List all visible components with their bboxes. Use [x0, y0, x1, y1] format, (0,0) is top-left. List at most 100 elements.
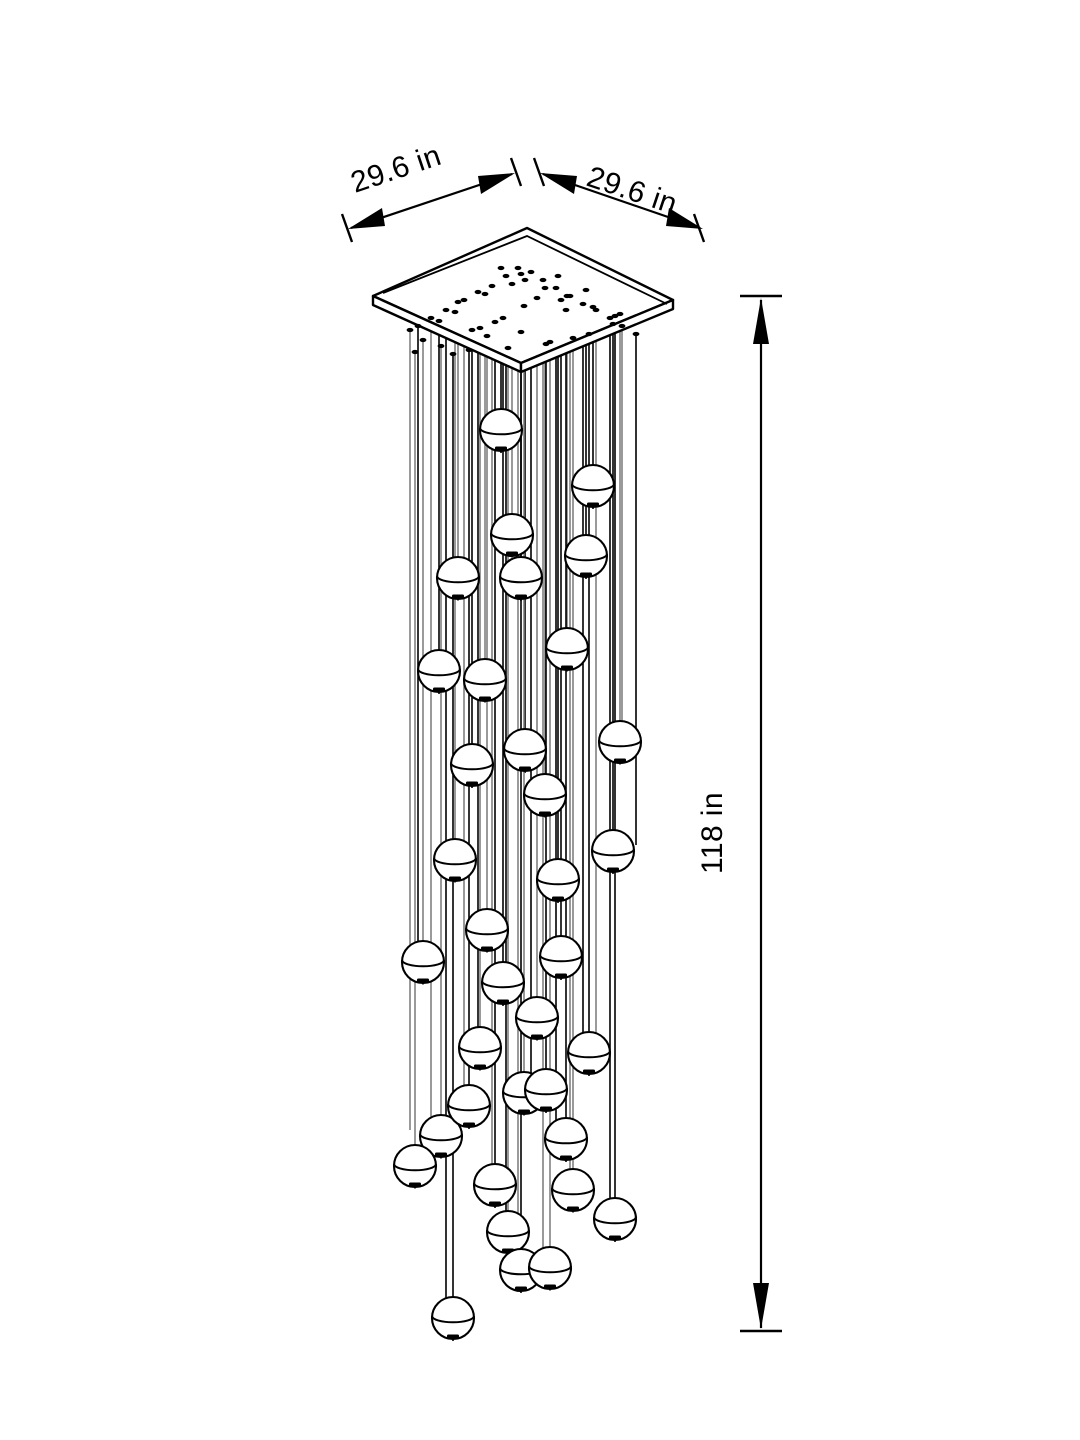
pendant-sphere [478, 407, 524, 453]
sphere-bottom-cap [609, 1235, 621, 1240]
cable-drop-nub [563, 293, 571, 299]
cable-drop-points [406, 265, 640, 357]
sphere-body [502, 727, 548, 773]
sphere-equator-band [458, 1045, 502, 1054]
sphere-equator-band [536, 877, 580, 886]
cable-drop-nub [554, 273, 562, 279]
pendant-sphere [449, 742, 495, 788]
sphere-equator-band [393, 1163, 437, 1172]
cable-drop-nub [527, 269, 535, 275]
sphere-body [550, 1167, 596, 1213]
sphere-equator-band [551, 1187, 595, 1196]
sphere-bottom-cap [583, 1069, 595, 1074]
pendant-sphere [416, 648, 462, 694]
sphere-body [464, 907, 510, 953]
cable-drop-nub [562, 307, 570, 313]
arrowhead-height-bottom [753, 1283, 769, 1329]
sphere-equator-band [564, 553, 608, 562]
sphere-bottom-cap [614, 758, 626, 763]
sphere-bottom-cap [506, 551, 518, 556]
sphere-equator-band [571, 483, 615, 492]
sphere-equator-band [419, 1133, 463, 1142]
cable-drop-nub [546, 339, 554, 345]
sphere-body [590, 828, 636, 874]
arrowhead-left-start [348, 208, 385, 229]
sphere-body [522, 772, 568, 818]
sphere-body [472, 1162, 518, 1208]
pendant-sphere [535, 857, 581, 903]
sphere-bottom-cap [540, 1106, 552, 1111]
sphere-equator-band [473, 1182, 517, 1191]
sphere-equator-band [524, 1087, 568, 1096]
sphere-bottom-cap [495, 446, 507, 451]
cable-drop-nub [460, 297, 468, 303]
cable-drop-nub [616, 311, 624, 317]
pendant-sphere [566, 1030, 612, 1076]
cable-drop-nub [541, 285, 549, 291]
sphere-bottom-cap [435, 1152, 447, 1157]
sphere-equator-band [523, 792, 567, 801]
dimension-width-left: 29.6 in [340, 139, 523, 243]
pendant-sphere [457, 1025, 503, 1071]
cable-drop-nub [508, 281, 516, 287]
pendant-sphere [570, 463, 616, 509]
cable-drop-nub [533, 295, 541, 301]
extension-tick-left-inner [509, 157, 523, 187]
cable-drop-nub [414, 323, 422, 329]
canopy-inner-rim [382, 235, 668, 305]
pendant-sphere [597, 719, 643, 765]
cable-drop-nub [451, 309, 459, 315]
sphere-equator-band [515, 1015, 559, 1024]
square-ceiling-canopy [371, 226, 675, 374]
cable-drop-nub [539, 277, 547, 283]
pendant-sphere [462, 657, 508, 703]
pendant-sphere [592, 1196, 638, 1242]
sphere-body [478, 407, 524, 453]
cable-drop-nub [589, 304, 597, 310]
sphere-body [430, 1295, 476, 1341]
sphere-bottom-cap [567, 1206, 579, 1211]
sphere-bottom-cap [519, 766, 531, 771]
sphere-body [535, 857, 581, 903]
sphere-bottom-cap [433, 687, 445, 692]
sphere-equator-band [591, 848, 635, 857]
sphere-body [400, 939, 446, 985]
sphere-bottom-cap [518, 1109, 530, 1114]
sphere-body [543, 1116, 589, 1162]
pendant-sphere [472, 1162, 518, 1208]
cable-drop-nub [606, 315, 614, 321]
arrowhead-height-top [753, 298, 769, 344]
pendant-sphere [489, 512, 535, 558]
pendant-sphere [498, 555, 544, 601]
sphere-body [446, 1083, 492, 1129]
sphere-equator-band [463, 677, 507, 686]
sphere-equator-band [417, 668, 461, 677]
cable-drop-nub [502, 273, 510, 279]
arrowhead-right-start [540, 173, 577, 194]
sphere-bottom-cap [447, 1334, 459, 1339]
pendant-sphere [392, 1143, 438, 1189]
pendant-sphere [430, 1295, 476, 1341]
cable-drop-nub [454, 299, 462, 305]
sphere-equator-band [593, 1216, 637, 1225]
sphere-bottom-cap [474, 1064, 486, 1069]
pendant-sphere [523, 1067, 569, 1113]
dimension-height: 118 in [696, 294, 782, 1333]
cable-drop-nub [483, 333, 491, 339]
cable-drop-nub [514, 265, 522, 271]
sphere-equator-band [447, 1103, 491, 1112]
pendant-sphere [446, 1083, 492, 1129]
sphere-equator-band [503, 747, 547, 756]
sphere-bottom-cap [607, 867, 619, 872]
pendant-sphere [485, 1209, 531, 1255]
pendant-sphere [527, 1245, 573, 1291]
sphere-body [570, 463, 616, 509]
sphere-body [435, 555, 481, 601]
sphere-body [514, 995, 560, 1041]
cable-drop-nub [437, 343, 445, 349]
sphere-equator-band [431, 1315, 475, 1324]
cable-drop-nub [552, 285, 560, 291]
cable-drop-nub [427, 315, 435, 321]
